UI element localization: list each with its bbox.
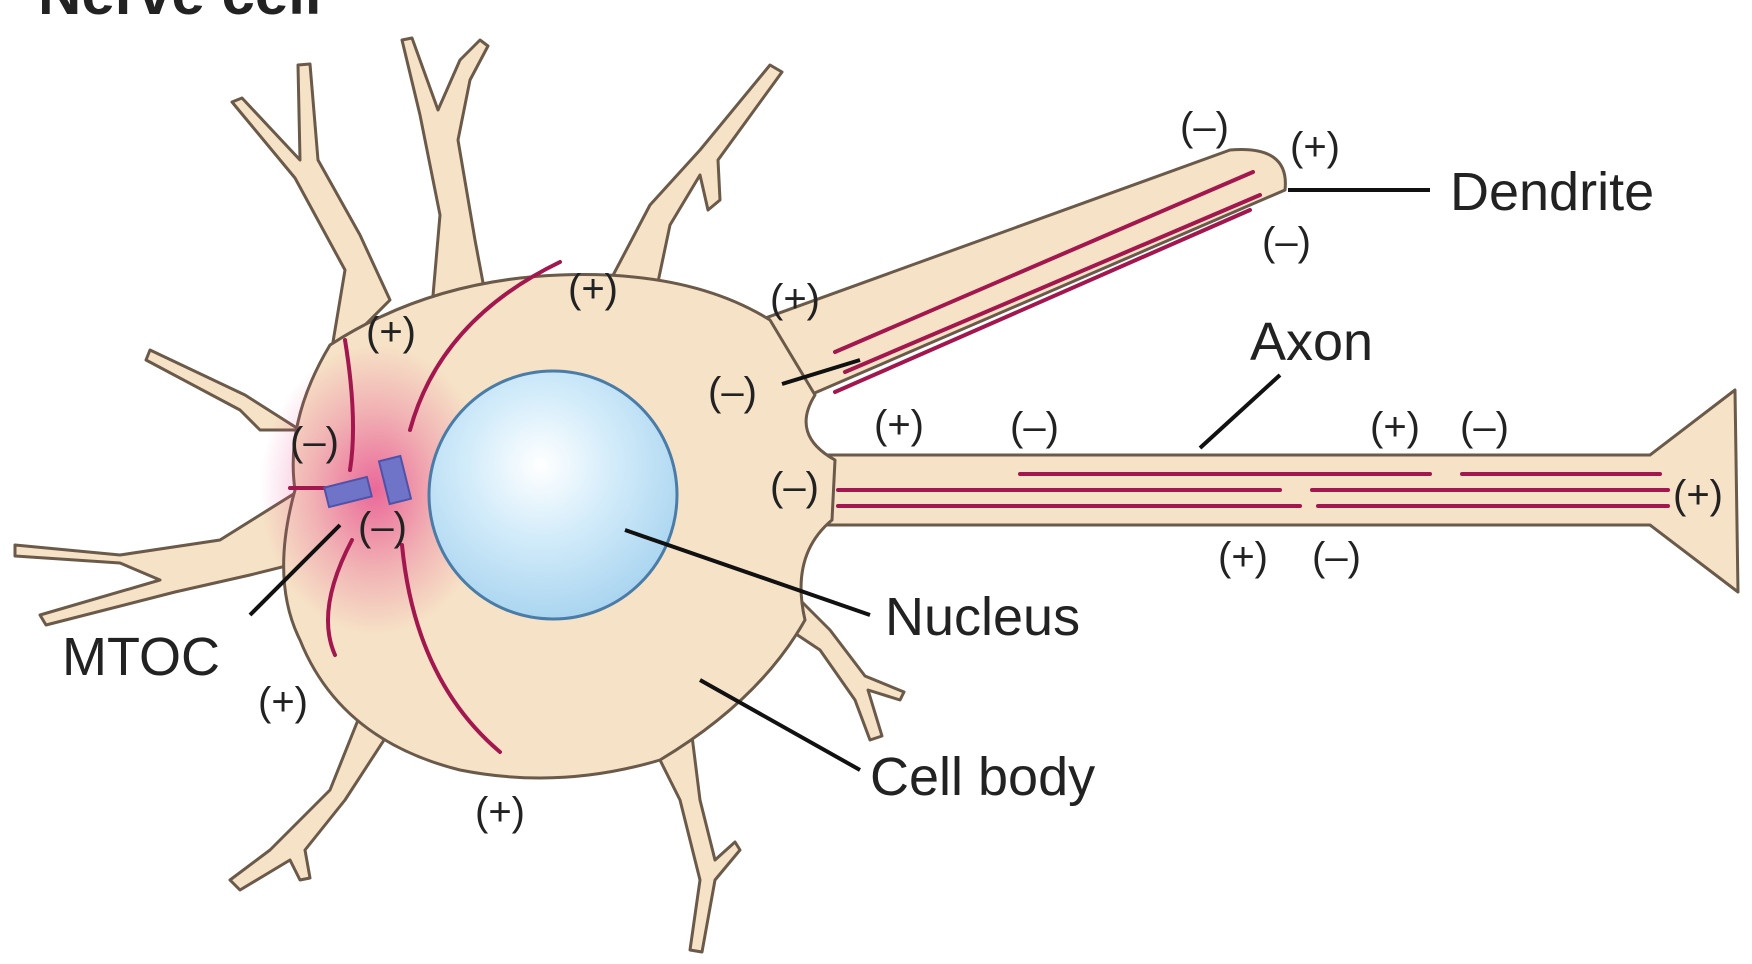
polarity-plus: (+) [1290, 125, 1340, 169]
polarity-plus: (+) [568, 267, 618, 311]
label-dendrite: Dendrite [1450, 162, 1654, 222]
polarity-plus: (+) [366, 310, 416, 354]
polarity-minus: (–) [1010, 405, 1059, 449]
polarity-plus: (+) [258, 680, 308, 724]
microtubule-dendrite-1 [835, 172, 1253, 352]
figure-title: Nerve cell [38, 0, 322, 27]
polarity-minus: (–) [1460, 405, 1509, 449]
label-axon: Axon [1250, 312, 1373, 372]
polarity-plus: (+) [475, 790, 525, 834]
cell-body-leader [700, 680, 860, 770]
polarity-plus: (+) [1218, 535, 1268, 579]
label-cell-body: Cell body [870, 747, 1095, 807]
polarity-minus: (–) [1262, 220, 1311, 264]
axon-leader [1200, 375, 1280, 448]
polarity-minus: (–) [1312, 535, 1361, 579]
polarity-minus: (–) [358, 505, 407, 549]
polarity-minus: (–) [708, 370, 757, 414]
polarity-minus: (–) [770, 465, 819, 509]
polarity-plus: (+) [1370, 405, 1420, 449]
label-mtoc: MTOC [62, 627, 220, 687]
polarity-plus: (+) [874, 403, 924, 447]
polarity-plus: (+) [1673, 473, 1723, 517]
label-nucleus: Nucleus [885, 587, 1080, 647]
polarity-minus: (–) [1180, 105, 1229, 149]
polarity-minus: (–) [290, 420, 339, 464]
polarity-plus: (+) [770, 277, 820, 321]
nucleus [429, 371, 677, 619]
